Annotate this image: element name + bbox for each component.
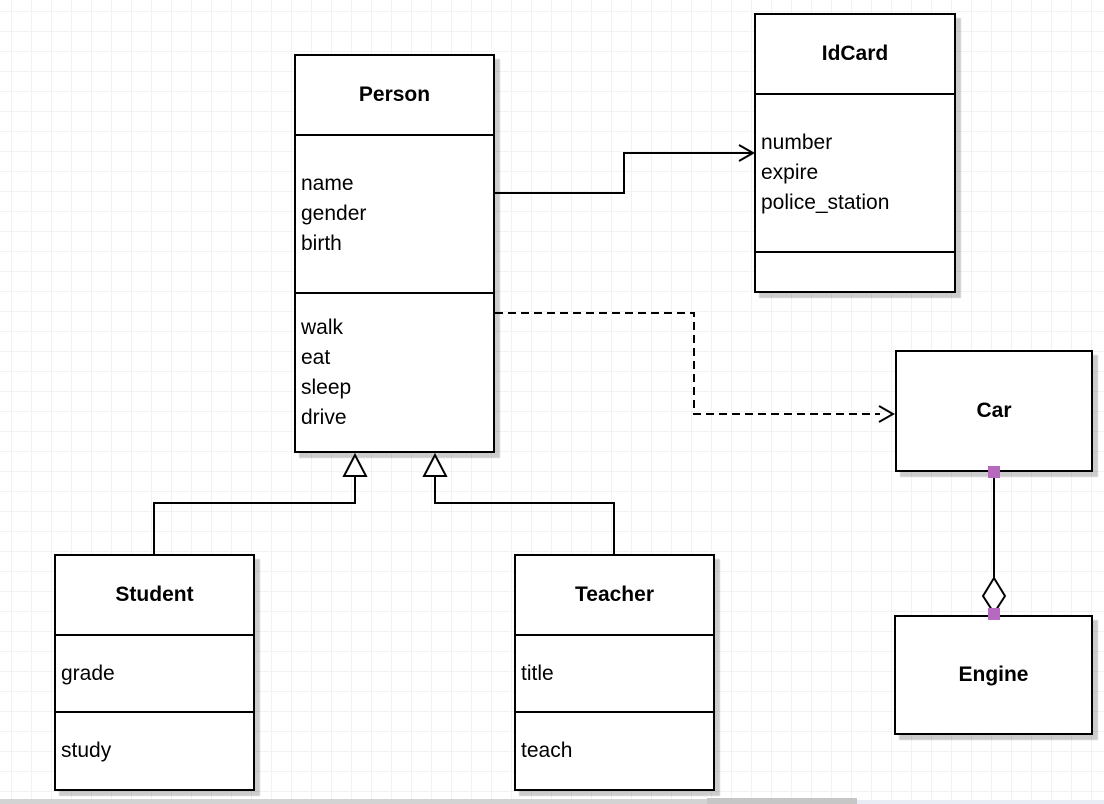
attribute: birth — [301, 232, 342, 255]
class-student-methods-section: study — [56, 711, 253, 789]
connection-point-handle[interactable] — [988, 466, 1000, 478]
association-person-idcard[interactable] — [495, 144, 756, 194]
class-idcard-attributes-section: number expire police_station — [756, 93, 954, 251]
method: teach — [521, 739, 573, 762]
class-teacher-methods-section: teach — [516, 711, 713, 789]
class-idcard-methods-section — [756, 251, 954, 291]
attribute: gender — [301, 202, 367, 225]
class-person-title: Person — [358, 83, 431, 106]
class-teacher-attributes-section: title — [516, 634, 713, 711]
method: eat — [301, 345, 331, 369]
method: walk — [301, 315, 344, 339]
generalization-triangle-icon — [422, 452, 448, 477]
class-person-methods-section: walk eat sleep drive — [296, 292, 493, 451]
connection-point-handle[interactable] — [988, 608, 1000, 620]
class-car-title: Car — [976, 399, 1012, 422]
canvas-edge-strip — [857, 800, 1104, 804]
class-teacher[interactable]: Teacher title teach — [514, 554, 715, 791]
dependency-open-arrowhead-icon — [878, 405, 896, 423]
class-student-attributes-section: grade — [56, 634, 253, 711]
class-teacher-title: Teacher — [575, 583, 654, 606]
attribute: expire — [761, 161, 819, 184]
attribute: number — [761, 131, 833, 154]
generalization-triangle-icon — [342, 452, 368, 477]
aggregation-diamond-icon — [981, 576, 1007, 615]
class-engine[interactable]: Engine — [894, 615, 1093, 735]
generalization-student-person[interactable] — [153, 452, 368, 554]
method: drive — [301, 405, 347, 429]
association-open-arrowhead-icon — [738, 144, 756, 162]
method: study — [61, 739, 112, 762]
method: sleep — [301, 375, 352, 399]
class-engine-title: Engine — [958, 663, 1029, 686]
attribute: name — [301, 172, 354, 195]
class-student[interactable]: Student grade study — [54, 554, 255, 791]
class-student-title: Student — [115, 583, 194, 606]
class-idcard-title: IdCard — [821, 42, 889, 65]
class-idcard[interactable]: IdCard number expire police_station — [754, 13, 956, 293]
aggregation-car-engine[interactable] — [981, 466, 1007, 620]
attribute: grade — [61, 661, 115, 685]
dependency-person-car[interactable] — [495, 312, 896, 423]
canvas-edge-strip — [707, 798, 857, 804]
class-person-attributes-section: name gender birth — [296, 134, 493, 292]
attribute: title — [521, 661, 554, 685]
canvas-edge-strip — [0, 799, 707, 804]
generalization-teacher-person[interactable] — [422, 452, 615, 554]
attribute: police_station — [761, 191, 890, 214]
class-person[interactable]: Person name gender birth walk eat sleep … — [294, 54, 495, 453]
